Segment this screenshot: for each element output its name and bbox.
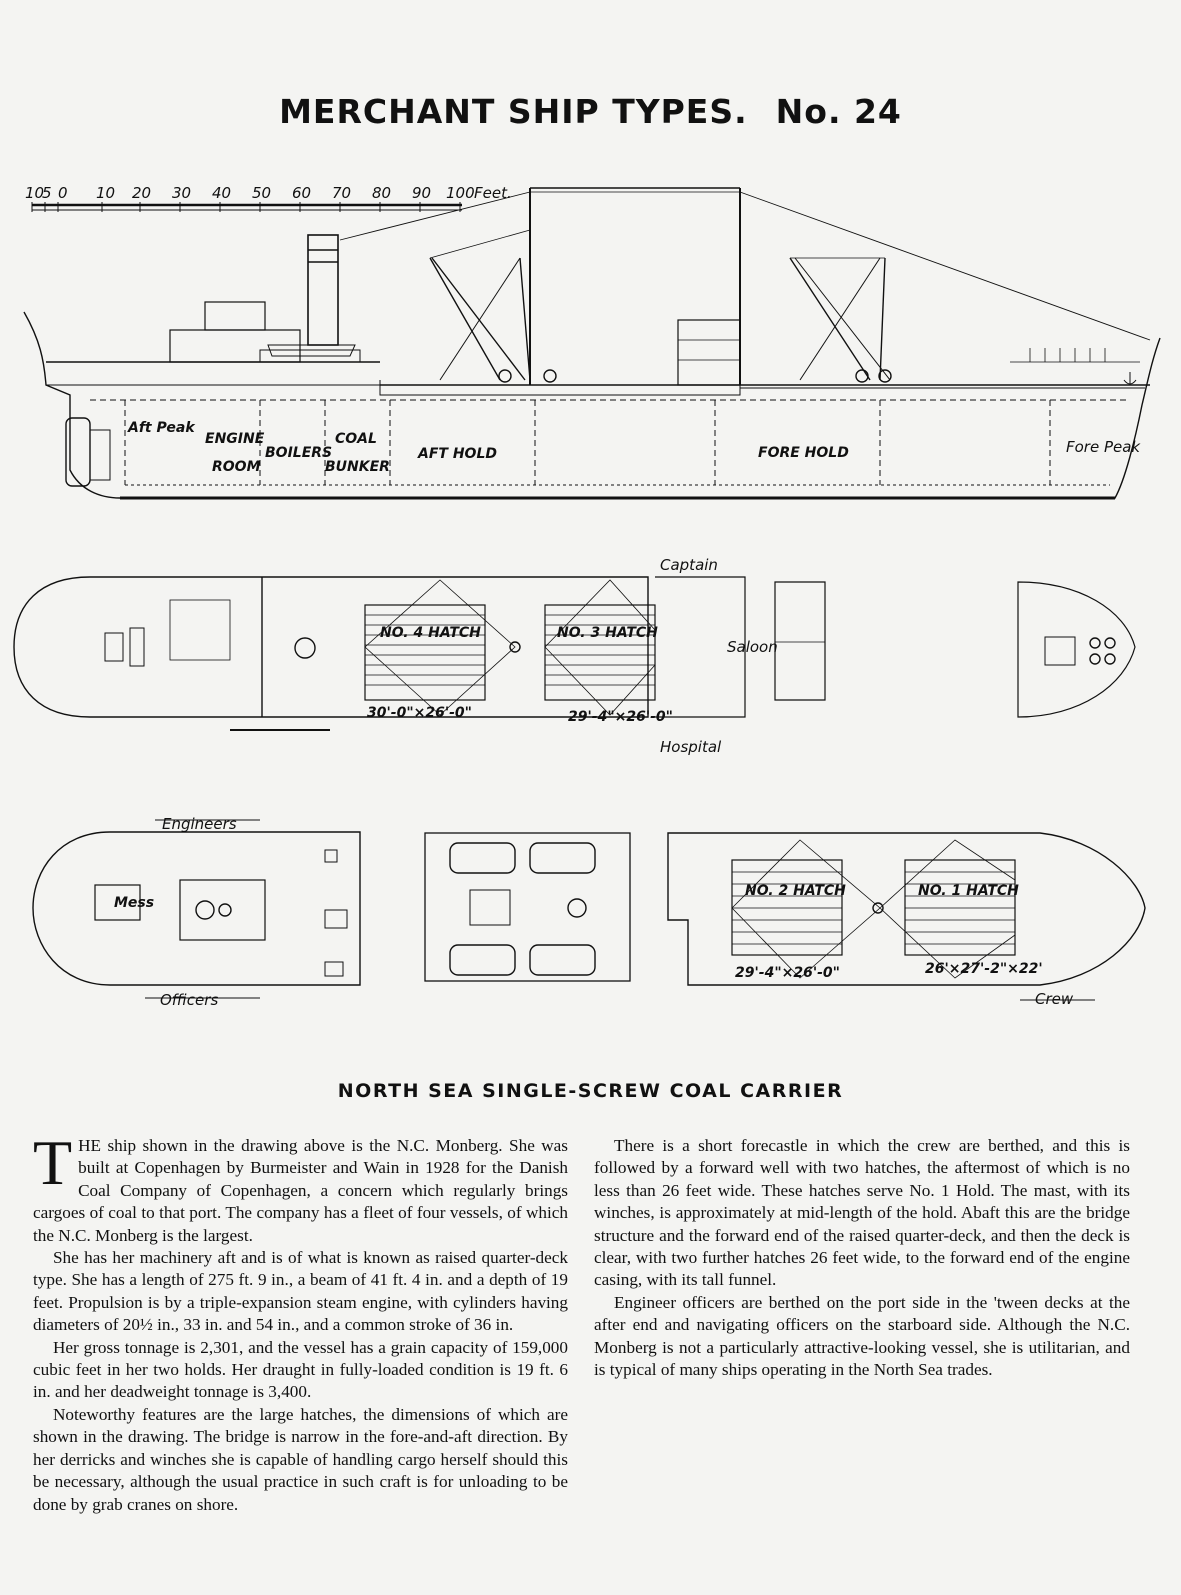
label-officers: Officers xyxy=(160,991,218,1009)
scale-tick: 5 xyxy=(42,184,52,202)
article-column-right: There is a short forecastle in which the… xyxy=(594,1135,1130,1381)
label-hatch-1: NO. 1 HATCH xyxy=(918,883,1019,899)
title-number: No. 24 xyxy=(775,92,902,131)
scale-tick: 90 xyxy=(412,184,431,202)
scale-unit: Feet. xyxy=(474,184,512,202)
paragraph-text: ship shown in the drawing above is the N… xyxy=(33,1136,568,1245)
label-hatch-1-dim: 26'×27'-2"×22' xyxy=(925,961,1043,977)
scale-tick: 30 xyxy=(172,184,191,202)
label-coal: COAL xyxy=(335,431,377,447)
article-paragraph: There is a short forecastle in which the… xyxy=(594,1136,1130,1290)
article-subtitle: NORTH SEA SINGLE-SCREW COAL CARRIER xyxy=(337,1080,844,1102)
label-engineers: Engineers xyxy=(162,815,237,833)
label-engine: ENGINE xyxy=(205,431,265,447)
scale-tick: 10 xyxy=(25,184,44,202)
scale-tick: 70 xyxy=(332,184,351,202)
scale-tick: 50 xyxy=(252,184,271,202)
label-hatch-3-dim: 29'-4"×26'-0" xyxy=(568,709,673,725)
label-hatch-4: NO. 4 HATCH xyxy=(380,625,481,641)
label-fore-peak: Fore Peak xyxy=(1066,438,1141,456)
label-boilers: BOILERS xyxy=(265,445,332,461)
scale-tick: 0 xyxy=(58,184,68,202)
label-hatch-2: NO. 2 HATCH xyxy=(745,883,846,899)
lead-word: HE xyxy=(78,1136,102,1155)
ship-drawings: 10 5 0 10 20 30 40 50 60 70 80 90 100 Fe… xyxy=(13,184,1161,1009)
article-paragraph: She has her machinery aft and is of what… xyxy=(33,1248,568,1335)
article-paragraph: Noteworthy features are the large hatche… xyxy=(33,1404,568,1514)
scale-tick: 40 xyxy=(212,184,231,202)
scale-tick: 80 xyxy=(372,184,391,202)
label-fore-hold: FORE HOLD xyxy=(758,445,849,461)
drop-cap: T xyxy=(33,1127,73,1198)
label-bunker: BUNKER xyxy=(325,459,390,475)
title-text: MERCHANT SHIP TYPES. xyxy=(279,92,748,131)
article-paragraph: Engineer officers are berthed on the por… xyxy=(594,1292,1130,1380)
scale-tick: 10 xyxy=(96,184,115,202)
label-hospital: Hospital xyxy=(660,738,722,756)
label-mess: Mess xyxy=(114,895,154,911)
label-hatch-2-dim: 29'-4"×26'-0" xyxy=(735,965,840,981)
article-paragraph: T HE ship shown in the drawing above is t… xyxy=(33,1127,568,1247)
article-column-left: T HE ship shown in the drawing above is t… xyxy=(33,1127,568,1516)
label-hatch-3: NO. 3 HATCH xyxy=(557,625,658,641)
scale-bar: 10 5 0 10 20 30 40 50 60 70 80 90 100 Fe… xyxy=(25,184,512,212)
scale-tick: 20 xyxy=(132,184,151,202)
page-title: MERCHANT SHIP TYPES. No. 24 xyxy=(0,92,1181,131)
label-saloon: Saloon xyxy=(727,638,778,656)
deck-plan-upper: NO. 4 HATCH NO. 3 HATCH 30'-0"×26'-0" 29… xyxy=(13,556,1136,756)
ship-profile: Aft Peak ENGINE ROOM BOILERS COAL BUNKER… xyxy=(23,187,1161,500)
label-crew: Crew xyxy=(1035,990,1074,1008)
label-captain: Captain xyxy=(660,556,718,574)
article-paragraph: Her gross tonnage is 2,301, and the vess… xyxy=(33,1337,568,1402)
label-room: ROOM xyxy=(212,459,261,475)
label-hatch-4-dim: 30'-0"×26'-0" xyxy=(367,705,472,721)
scale-tick: 100 xyxy=(446,184,475,202)
label-aft-hold: AFT HOLD xyxy=(417,446,497,462)
scale-tick: 60 xyxy=(292,184,311,202)
label-aft-peak: Aft Peak xyxy=(127,420,196,436)
deck-plan-lower: Engineers Officers Mess NO. 2 HATCH NO. … xyxy=(32,815,1146,1009)
